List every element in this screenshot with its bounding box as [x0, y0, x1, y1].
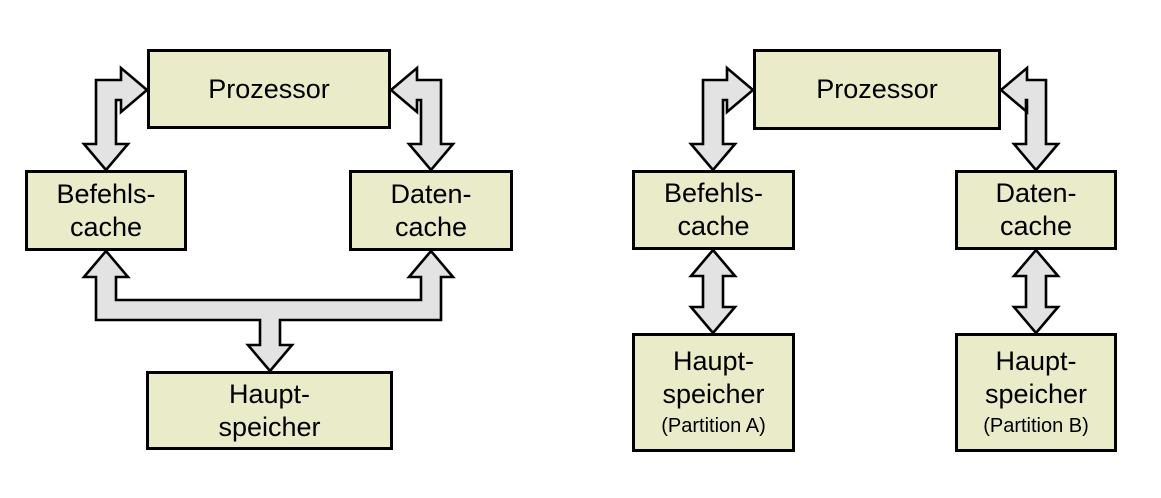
prozessor-box-right: Prozessor — [753, 49, 1001, 130]
prozessor-label-right: Prozessor — [816, 74, 938, 104]
hauptspeicher-b-partition-label: (Partition B) — [983, 415, 1089, 437]
hauptspeicher-label-line2: speicher — [218, 411, 321, 442]
befehls-cache-label-line1: Befehls- — [663, 178, 764, 208]
double-arrow-prozessor-datencache-right — [998, 65, 1061, 173]
double-arrow-befehlscache-hauptspeicher-a — [688, 247, 738, 336]
double-arrow-prozessor-befehlscache-right — [688, 65, 756, 173]
prozessor-box-left: Prozessor — [147, 49, 391, 129]
hauptspeicher-partition-a-box: Haupt- speicher (Partition A) — [632, 333, 795, 452]
branch-arrow-caches-hauptspeicher-left — [81, 248, 456, 374]
daten-cache-label-line1: Daten- — [995, 178, 1077, 208]
befehls-cache-label-line1: Befehls- — [56, 178, 156, 209]
daten-cache-label-line1: Daten- — [390, 178, 472, 209]
hauptspeicher-a-partition-label: (Partition A) — [661, 415, 766, 437]
hauptspeicher-b-label-line1: Haupt- — [995, 346, 1077, 376]
double-arrow-prozessor-befehlscache-left — [81, 65, 150, 173]
daten-cache-label-line2: cache — [999, 211, 1073, 241]
hauptspeicher-a-label-line2: speicher — [662, 379, 765, 409]
daten-cache-box-left: Daten- cache — [349, 170, 513, 251]
befehls-cache-label-line2: cache — [677, 211, 750, 241]
hauptspeicher-partition-b-box: Haupt- speicher (Partition B) — [955, 333, 1117, 452]
prozessor-label-left: Prozessor — [208, 73, 330, 104]
befehls-cache-box-left: Befehls- cache — [25, 170, 187, 251]
hauptspeicher-box-left: Haupt- speicher — [146, 371, 393, 450]
hauptspeicher-a-label-line1: Haupt- — [672, 346, 755, 376]
daten-cache-box-right: Daten- cache — [955, 170, 1117, 250]
daten-cache-label-line2: cache — [394, 211, 468, 242]
hauptspeicher-label-line1: Haupt- — [228, 378, 311, 409]
befehls-cache-box-right: Befehls- cache — [632, 170, 795, 250]
double-arrow-prozessor-datencache-left — [388, 65, 456, 173]
befehls-cache-label-line2: cache — [69, 211, 143, 242]
double-arrow-datencache-hauptspeicher-b — [1011, 247, 1061, 336]
hauptspeicher-b-label-line2: speicher — [984, 379, 1088, 409]
